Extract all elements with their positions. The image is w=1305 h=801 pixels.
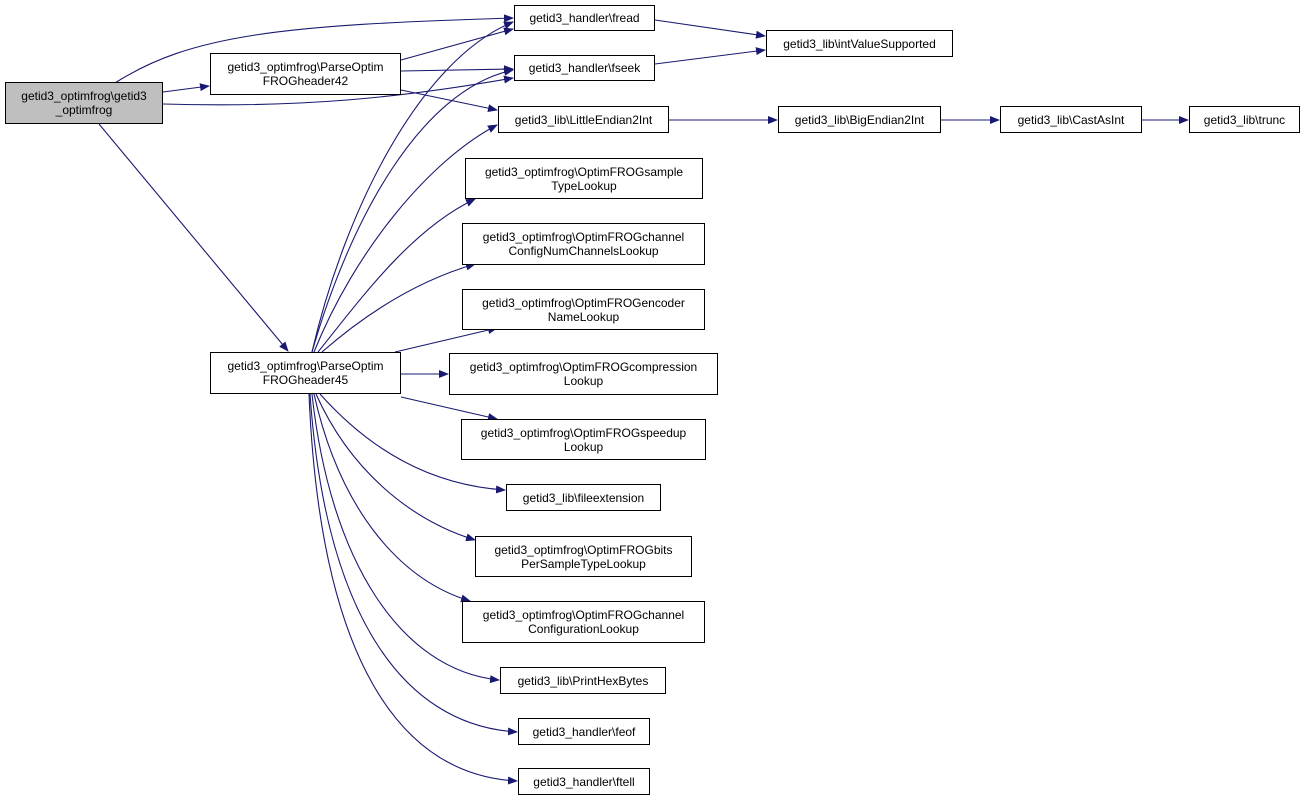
edge-parse42-to-fread (400, 27, 514, 61)
node-bitsper-line1: getid3_optimfrog\OptimFROGbits (494, 542, 673, 557)
node-channelnum-line2: ConfigNumChannelsLookup (508, 244, 659, 258)
edge-parse45-to-channelnum (321, 262, 476, 353)
node-speedup-line1: getid3_optimfrog\OptimFROGspeedup (480, 425, 687, 440)
edge-parse45-to-printhex (311, 393, 500, 684)
node-fileext-label: getid3_lib\fileextension (522, 490, 645, 505)
node-trunc-label: getid3_lib\trunc (1203, 112, 1286, 127)
node-trunc[interactable]: getid3_lib\trunc (1189, 106, 1300, 133)
node-encoder-line1: getid3_optimfrog\OptimFROGencoder (482, 295, 685, 310)
edge-parse42-to-fseek (400, 65, 514, 74)
node-bitsper-line2: PerSampleTypeLookup (521, 556, 646, 571)
node-little[interactable]: getid3_lib\LittleEndian2Int (498, 106, 669, 133)
node-feof-label: getid3_handler\feof (532, 724, 636, 739)
edge-parse45-to-fileext (319, 393, 506, 494)
edge-fseek-to-intvalue (654, 47, 766, 65)
node-printhex-label: getid3_lib\PrintHexBytes (517, 673, 649, 688)
node-castasint[interactable]: getid3_lib\CastAsInt (1000, 106, 1142, 133)
edge-root-to-parse45 (98, 123, 289, 352)
node-speedup-line2: Lookup (563, 439, 604, 454)
node-castasint-label: getid3_lib\CastAsInt (1017, 112, 1125, 127)
node-ftell[interactable]: getid3_handler\ftell (518, 768, 650, 795)
node-fseek-label: getid3_handler\fseek (528, 61, 641, 75)
node-root[interactable]: getid3_optimfrog\getid3_optimfrog (5, 82, 163, 124)
node-little-label: getid3_lib\LittleEndian2Int (514, 112, 653, 127)
node-intvalue[interactable]: getid3_lib\intValueSupported (766, 30, 953, 57)
edge-root-to-parse42 (162, 83, 210, 93)
node-big-label: getid3_lib\BigEndian2Int (794, 112, 925, 127)
node-fseek[interactable]: getid3_handler\fseek (514, 55, 655, 81)
node-root-line1: getid3_optimfrog\getid3 (21, 89, 147, 103)
node-printhex[interactable]: getid3_lib\PrintHexBytes (500, 667, 666, 694)
node-sampletype-line2: TypeLookup (551, 178, 617, 193)
node-sampletype-line1: getid3_optimfrog\OptimFROGsample (484, 164, 684, 179)
node-compression-line2: Lookup (563, 374, 604, 388)
node-big[interactable]: getid3_lib\BigEndian2Int (778, 106, 941, 133)
edge-parse45-to-speedup (400, 396, 498, 421)
edge-root-to-fread (114, 14, 514, 84)
node-channelnum-line1: getid3_optimfrog\OptimFROGchannel (482, 230, 685, 244)
node-parse45-line1: getid3_optimfrog\ParseOptim (227, 359, 384, 373)
edge-parse45-to-sampletype (317, 198, 476, 353)
edge-fread-to-intvalue (654, 19, 766, 39)
node-parse42-line2: FROGheader42 (262, 74, 349, 88)
node-compression-line1: getid3_optimfrog\OptimFROGcompression (469, 360, 698, 374)
node-fread[interactable]: getid3_handler\fread (514, 5, 655, 31)
edge-parse45-to-little (313, 124, 498, 353)
edge-root-to-fseek (162, 75, 514, 106)
edge-parse45-to-chanconfig (313, 393, 471, 603)
node-fread-label: getid3_handler\fread (529, 11, 640, 25)
node-ftell-label: getid3_handler\ftell (533, 774, 635, 789)
node-encoder-line2: NameLookup (547, 309, 620, 324)
node-intvalue-label: getid3_lib\intValueSupported (783, 36, 936, 51)
edge-parse42-to-little (400, 89, 498, 113)
edge-parse45-to-fseek (311, 67, 514, 353)
edge-parse45-to-encoder (394, 326, 498, 353)
edge-parse45-to-bitsper (315, 393, 476, 542)
node-parse45-line2: FROGheader45 (262, 373, 349, 387)
node-root-line2: _optimfrog (55, 103, 113, 117)
node-feof[interactable]: getid3_handler\feof (518, 718, 650, 745)
node-parse42-line1: getid3_optimfrog\ParseOptim (227, 60, 384, 74)
node-fileext[interactable]: getid3_lib\fileextension (506, 484, 661, 511)
node-chanconfig-line1: getid3_optimfrog\OptimFROGchannel (482, 608, 685, 622)
edge-parse45-to-ftell (308, 393, 518, 785)
edge-parse45-to-fread (311, 21, 514, 353)
node-chanconfig-line2: ConfigurationLookup (528, 622, 639, 636)
edge-parse45-to-feof (309, 393, 518, 736)
